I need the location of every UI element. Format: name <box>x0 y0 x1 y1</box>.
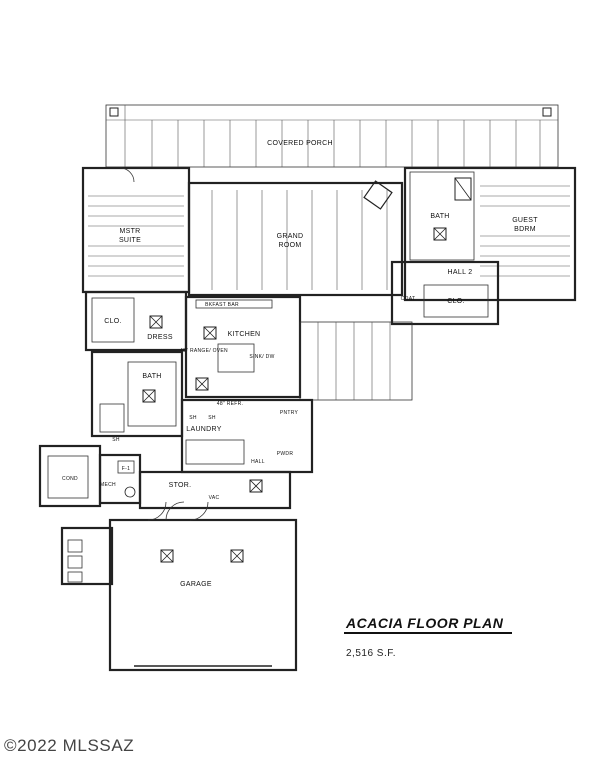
sh-label-1: SH <box>112 437 120 443</box>
master-bath-label: BATH <box>142 373 161 380</box>
mech-stor-area: COND F-1 MECH STOR. VAC <box>38 444 292 510</box>
hall-2-label: HALL 2 <box>448 269 473 276</box>
covered-porch: COVERED PORCH <box>105 104 559 168</box>
service-core: SH SH LAUNDRY PNTRY PWDR HALL <box>180 398 314 474</box>
guest-bath-label: BATH <box>430 213 449 220</box>
guest-bdrm-label-2: BDRM <box>514 226 536 233</box>
master-suite: MSTR SUITE <box>81 166 191 294</box>
mstr-suite-label-1: MSTR <box>119 228 140 235</box>
refr-label: 48" REFR. <box>217 401 243 407</box>
guest-bdrm-label-1: GUEST <box>512 217 538 224</box>
master-bath: BATH SH <box>90 350 184 443</box>
plan-area: 2,516 S.F. <box>346 648 397 659</box>
rear-patio <box>299 321 413 401</box>
stor-label: STOR. <box>169 482 192 489</box>
coat-closet-label: COAT <box>401 296 416 302</box>
guest-wing: GUEST BDRM BATH HALL 2 CLO. COAT <box>390 166 577 326</box>
grand-room-label-2: ROOM <box>279 242 302 249</box>
trash-nook <box>60 526 114 586</box>
master-closet-area: CLO. DRESS <box>84 290 188 352</box>
vac-label: VAC <box>209 495 220 501</box>
laundry-label: LAUNDRY <box>186 426 221 433</box>
garage-label: GARAGE <box>180 581 212 588</box>
hall-label: HALL <box>251 459 265 465</box>
bkfast-bar-label: BKFAST BAR <box>205 302 239 308</box>
pwdr-label: PWDR <box>277 451 294 457</box>
grand-room: GRAND ROOM <box>187 180 404 297</box>
cond-label: COND <box>62 476 78 482</box>
range-oven-label: 48" RANGE/ OVEN <box>180 348 228 354</box>
plan-title-underline <box>344 632 512 634</box>
kitchen: BKFAST BAR KITCHEN 48" RANGE/ OVEN SINK/… <box>180 295 302 407</box>
copyright-watermark: ©2022 MLSSAZ <box>4 736 135 755</box>
covered-porch-label: COVERED PORCH <box>267 140 333 147</box>
pntry-label: PNTRY <box>280 410 299 416</box>
dress-label: DRESS <box>147 334 173 341</box>
mstr-suite-label-2: SUITE <box>119 237 141 244</box>
sh-label-2: SH <box>189 415 197 421</box>
sink-dw-label: SINK/ DW <box>249 354 274 360</box>
sh-label-3: SH <box>208 415 216 421</box>
f1-label: F-1 <box>122 466 130 472</box>
grand-room-label-1: GRAND <box>277 233 304 240</box>
master-closet-label: CLO. <box>104 318 122 325</box>
guest-closet-label: CLO. <box>447 298 465 305</box>
garage: GARAGE <box>108 501 298 672</box>
kitchen-label: KITCHEN <box>228 331 261 338</box>
plan-title: ACACIA FLOOR PLAN <box>346 615 504 631</box>
mech-label: MECH <box>100 482 116 488</box>
